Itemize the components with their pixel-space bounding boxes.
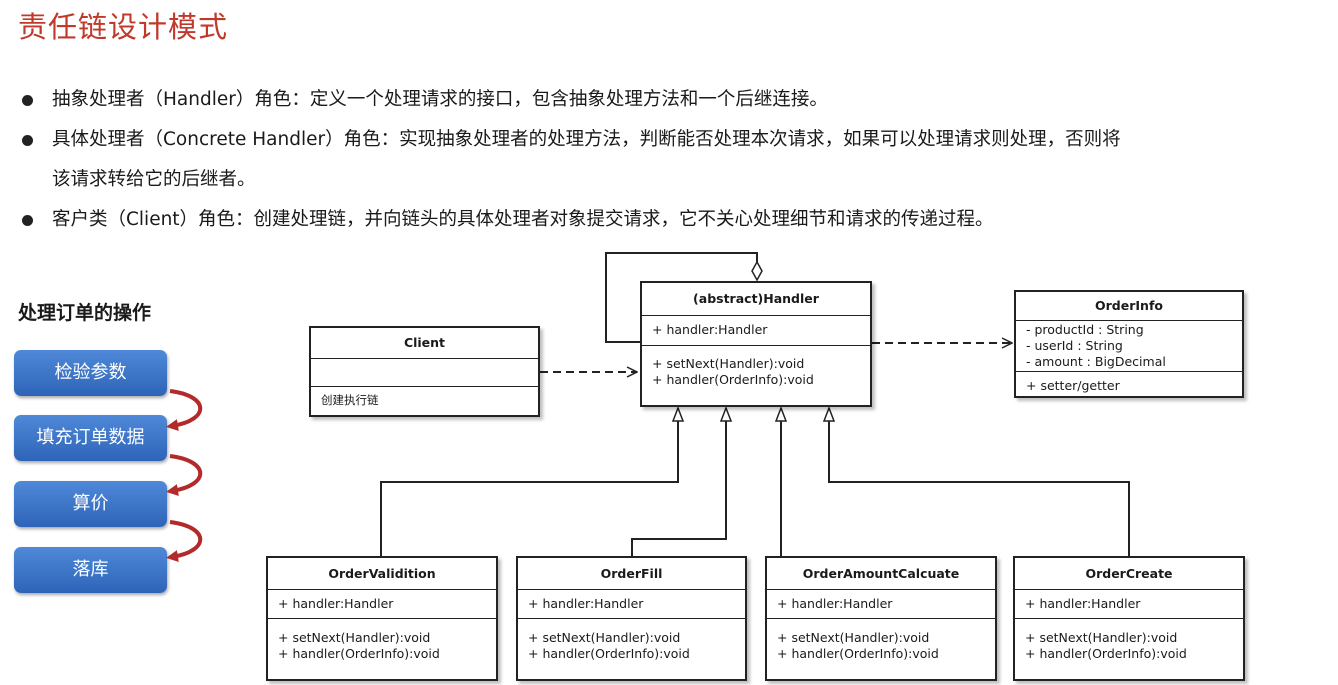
role-list: 抽象处理者（Handler）角色：定义一个处理请求的接口，包含抽象处理方法和一个… bbox=[20, 80, 1325, 240]
inheritance-arrowhead bbox=[822, 405, 836, 422]
aggregation-diamond bbox=[751, 260, 763, 282]
client-note: 创建执行链 bbox=[321, 393, 379, 407]
flow-step: 检验参数 bbox=[14, 350, 167, 396]
class-name: OrderCreate bbox=[1015, 558, 1243, 590]
method: + setNext(Handler):void bbox=[528, 630, 681, 645]
class-attribute: + handler:Handler bbox=[1015, 590, 1243, 619]
bullet-text: 抽象处理者（Handler）角色：定义一个处理请求的接口，包含抽象处理方法和一个… bbox=[52, 89, 828, 110]
class-name: Client bbox=[311, 328, 538, 359]
class-methods: + setNext(Handler):void + handler(OrderI… bbox=[518, 619, 745, 662]
class-methods: + setNext(Handler):void + handler(OrderI… bbox=[767, 619, 995, 662]
bullet-handler-role: 抽象处理者（Handler）角色：定义一个处理请求的接口，包含抽象处理方法和一个… bbox=[20, 80, 1325, 120]
orderamountcalcuate-class: OrderAmountCalcuate + handler:Handler + … bbox=[765, 556, 997, 681]
inheritance-ordercreate bbox=[828, 408, 1130, 556]
bullet-concrete-role: 具体处理者（Concrete Handler）角色：实现抽象处理者的处理方法，判… bbox=[20, 120, 1325, 200]
inheritance-arrowhead bbox=[774, 405, 788, 422]
flow-title: 处理订单的操作 bbox=[18, 302, 152, 324]
handler-class: (abstract)Handler + handler:Handler + se… bbox=[640, 281, 872, 407]
attribute: - amount : BigDecimal bbox=[1026, 354, 1166, 369]
class-attribute: + handler:Handler bbox=[518, 590, 745, 619]
inheritance-arrowhead bbox=[671, 405, 685, 422]
class-attributes bbox=[311, 359, 538, 387]
class-methods: + setNext(Handler):void + handler(OrderI… bbox=[642, 346, 870, 388]
method: + setNext(Handler):void bbox=[777, 630, 930, 645]
bullet-text: 客户类（Client）角色：创建处理链，并向链头的具体处理者对象提交请求，它不关… bbox=[52, 209, 994, 230]
bullet-text-continued: 该请求转给它的后继者。 bbox=[52, 169, 256, 190]
method: + handler(OrderInfo):void bbox=[1025, 646, 1187, 661]
method: + handler(OrderInfo):void bbox=[278, 646, 440, 661]
page-title: 责任链设计模式 bbox=[18, 10, 229, 44]
attribute: - productId : String bbox=[1026, 322, 1144, 337]
class-attribute: + handler:Handler bbox=[268, 590, 496, 619]
method: + setNext(Handler):void bbox=[278, 630, 431, 645]
method: + handler(OrderInfo):void bbox=[777, 646, 939, 661]
orderfill-class: OrderFill + handler:Handler + setNext(Ha… bbox=[516, 556, 747, 681]
flow-arrow bbox=[166, 520, 203, 562]
class-methods: + setter/getter bbox=[1016, 372, 1242, 400]
class-methods: + setNext(Handler):void + handler(OrderI… bbox=[268, 619, 496, 662]
class-methods: + setNext(Handler):void + handler(OrderI… bbox=[1015, 619, 1243, 662]
inheritance-orderfill bbox=[631, 408, 727, 556]
orderinfo-class: OrderInfo - productId : String - userId … bbox=[1014, 290, 1244, 398]
flow-arrow bbox=[166, 454, 203, 496]
self-association-line bbox=[605, 252, 758, 343]
method: + setNext(Handler):void bbox=[652, 356, 805, 371]
bullet-client-role: 客户类（Client）角色：创建处理链，并向链头的具体处理者对象提交请求，它不关… bbox=[20, 200, 1325, 240]
flow-arrow bbox=[166, 389, 203, 431]
inheritance-ordervalidition bbox=[380, 408, 679, 556]
method: + setter/getter bbox=[1026, 378, 1120, 393]
method: + setNext(Handler):void bbox=[1025, 630, 1178, 645]
class-name: OrderInfo bbox=[1016, 292, 1242, 321]
attribute: - userId : String bbox=[1026, 338, 1123, 353]
class-attribute: + handler:Handler bbox=[767, 590, 995, 619]
class-name: (abstract)Handler bbox=[642, 283, 870, 316]
class-name: OrderAmountCalcuate bbox=[767, 558, 995, 590]
client-class: Client 创建执行链 bbox=[309, 326, 540, 417]
class-name: OrderFill bbox=[518, 558, 745, 590]
flow-step: 落库 bbox=[14, 547, 167, 593]
flow-step: 算价 bbox=[14, 481, 167, 527]
class-name: OrderValidition bbox=[268, 558, 496, 590]
inheritance-arrowhead bbox=[719, 405, 733, 422]
class-attributes: - productId : String - userId : String -… bbox=[1016, 321, 1242, 372]
method: + handler(OrderInfo):void bbox=[652, 372, 814, 387]
method: + handler(OrderInfo):void bbox=[528, 646, 690, 661]
ordercreate-class: OrderCreate + handler:Handler + setNext(… bbox=[1013, 556, 1245, 681]
handler-attribute: + handler:Handler bbox=[642, 316, 870, 346]
bullet-text: 具体处理者（Concrete Handler）角色：实现抽象处理者的处理方法，判… bbox=[52, 129, 1121, 150]
flow-step: 填充订单数据 bbox=[14, 415, 167, 461]
ordervalidition-class: OrderValidition + handler:Handler + setN… bbox=[266, 556, 498, 681]
